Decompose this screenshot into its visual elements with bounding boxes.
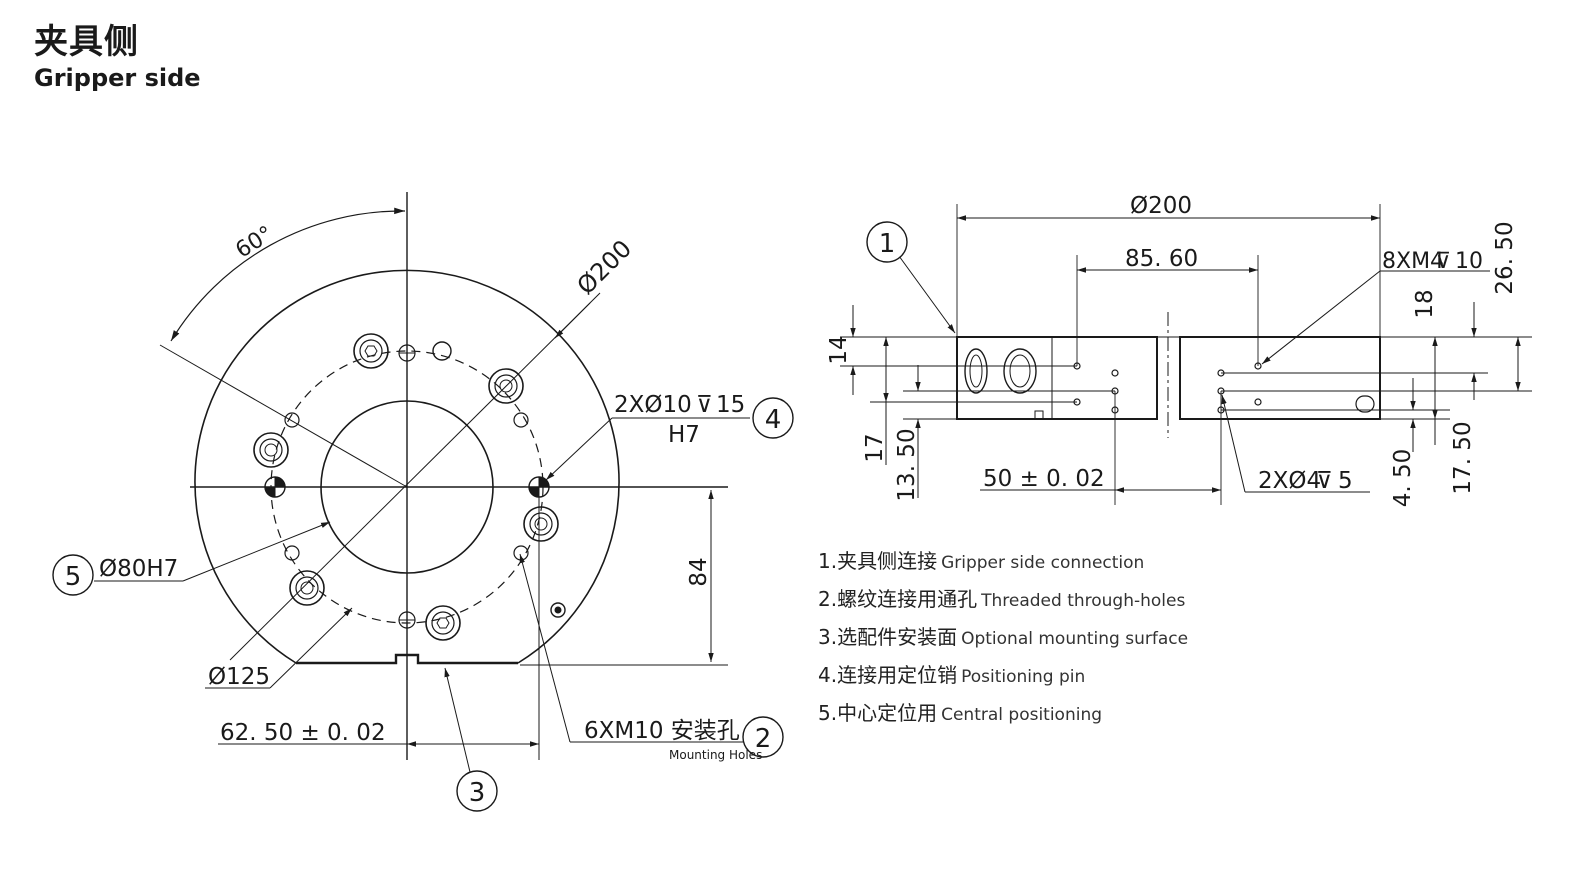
svg-text:3: 3 (469, 778, 486, 808)
small-hole-3 (284, 412, 300, 428)
dia200-leader-arrow (554, 302, 591, 339)
callout-4: 4 (752, 397, 794, 439)
side-pin-depth-symbol: ⊽ (1316, 468, 1333, 494)
side-diameter-label: Ø200 (1130, 193, 1192, 219)
mounting-hole-4 (523, 506, 559, 542)
threaded-leader-slant (1261, 270, 1381, 365)
front-view (94, 192, 750, 773)
svg-text:1: 1 (879, 229, 896, 259)
holes-leader-slant (519, 553, 571, 743)
bolt-circle-label: Ø125 (208, 664, 270, 690)
svg-text:2: 2 (755, 724, 772, 754)
angle-60-arc (170, 207, 406, 342)
height-84-label: 84 (686, 557, 712, 586)
mounting-hole-6 (425, 605, 461, 641)
angle-label: 60° (231, 222, 277, 264)
pin-holes-depth-symbol: ⊽ (696, 392, 713, 418)
outer-flange-outline (194, 269, 620, 664)
mounting-hole-2 (488, 368, 524, 404)
callout-2: 2 (742, 716, 784, 758)
side-bore-mid-inner (1009, 354, 1031, 388)
pin-holes-label: 2XØ10 (614, 392, 692, 418)
h450-label: 4. 50 (1390, 449, 1416, 508)
pin-holes-depth: 15 (716, 392, 745, 418)
threaded-depth-symbol: ⊽ (1435, 249, 1451, 274)
mounting-hole-1 (353, 333, 389, 369)
threaded-holes-label: 8XM4 (1382, 249, 1444, 274)
bottom-flat-with-notch (296, 653, 518, 665)
callout-1: 1 (866, 221, 908, 263)
outer-diameter-label: Ø200 (572, 235, 638, 301)
svg-text:5: 5 (65, 562, 82, 592)
page-subtitle: Gripper side (34, 64, 201, 92)
h18-label: 18 (1412, 289, 1438, 318)
h2650-label: 26. 50 (1492, 221, 1518, 294)
dia125-leader (269, 607, 353, 689)
h14-label: 14 (826, 335, 852, 364)
small-hole-bottom (398, 611, 416, 629)
side-bore-left-inner (969, 354, 983, 388)
dia80-leader-slant (182, 521, 331, 582)
connection-leader (898, 255, 956, 334)
small-screw-detail (550, 602, 566, 618)
side-bore-left (964, 348, 988, 394)
small-hole-2 (432, 341, 452, 361)
positioning-pin-left (264, 476, 286, 498)
side-pin-depth: 5 (1338, 468, 1353, 494)
dot-3 (1111, 369, 1119, 377)
callout-5: 5 (52, 554, 94, 596)
center-bore-label: Ø80H7 (99, 556, 178, 582)
mounting-hole-5 (289, 570, 325, 606)
side-pin-label: 2XØ4 (1258, 468, 1321, 494)
h1350-label: 13. 50 (894, 428, 920, 501)
small-hole-4 (513, 412, 529, 428)
mounting-holes-en-label: Mounting Holes (669, 748, 762, 762)
side-view (840, 204, 1532, 505)
side-slot-right (1355, 395, 1375, 413)
mounting-hole-3 (253, 432, 289, 468)
angle-reference-line (159, 344, 408, 488)
h17-label: 17 (862, 433, 888, 462)
side-bore-mid (1003, 348, 1037, 394)
threaded-depth: 10 (1455, 249, 1483, 274)
offset-62-label: 62. 50 ± 0. 02 (220, 720, 386, 746)
side-span-label: 85. 60 (1125, 246, 1198, 272)
side-notch (1034, 410, 1044, 419)
pin-side-leader-slant (1221, 394, 1246, 493)
h1750-label: 17. 50 (1450, 421, 1476, 494)
center-bore (320, 400, 494, 574)
pin-leader-slant (545, 417, 613, 481)
page-title: 夹具侧 (34, 22, 139, 62)
dot-7 (1254, 398, 1262, 406)
optional-surface-leader (444, 667, 471, 773)
side-offset-label: 50 ± 0. 02 (983, 466, 1105, 492)
svg-text:4: 4 (765, 405, 782, 435)
pin-holes-fit: H7 (668, 422, 700, 448)
small-hole-top (398, 344, 416, 362)
dia200-leader (229, 292, 601, 661)
mounting-holes-label: 6XM10 安装孔 (584, 718, 740, 744)
small-hole-5 (284, 545, 300, 561)
callout-3: 3 (456, 770, 498, 812)
